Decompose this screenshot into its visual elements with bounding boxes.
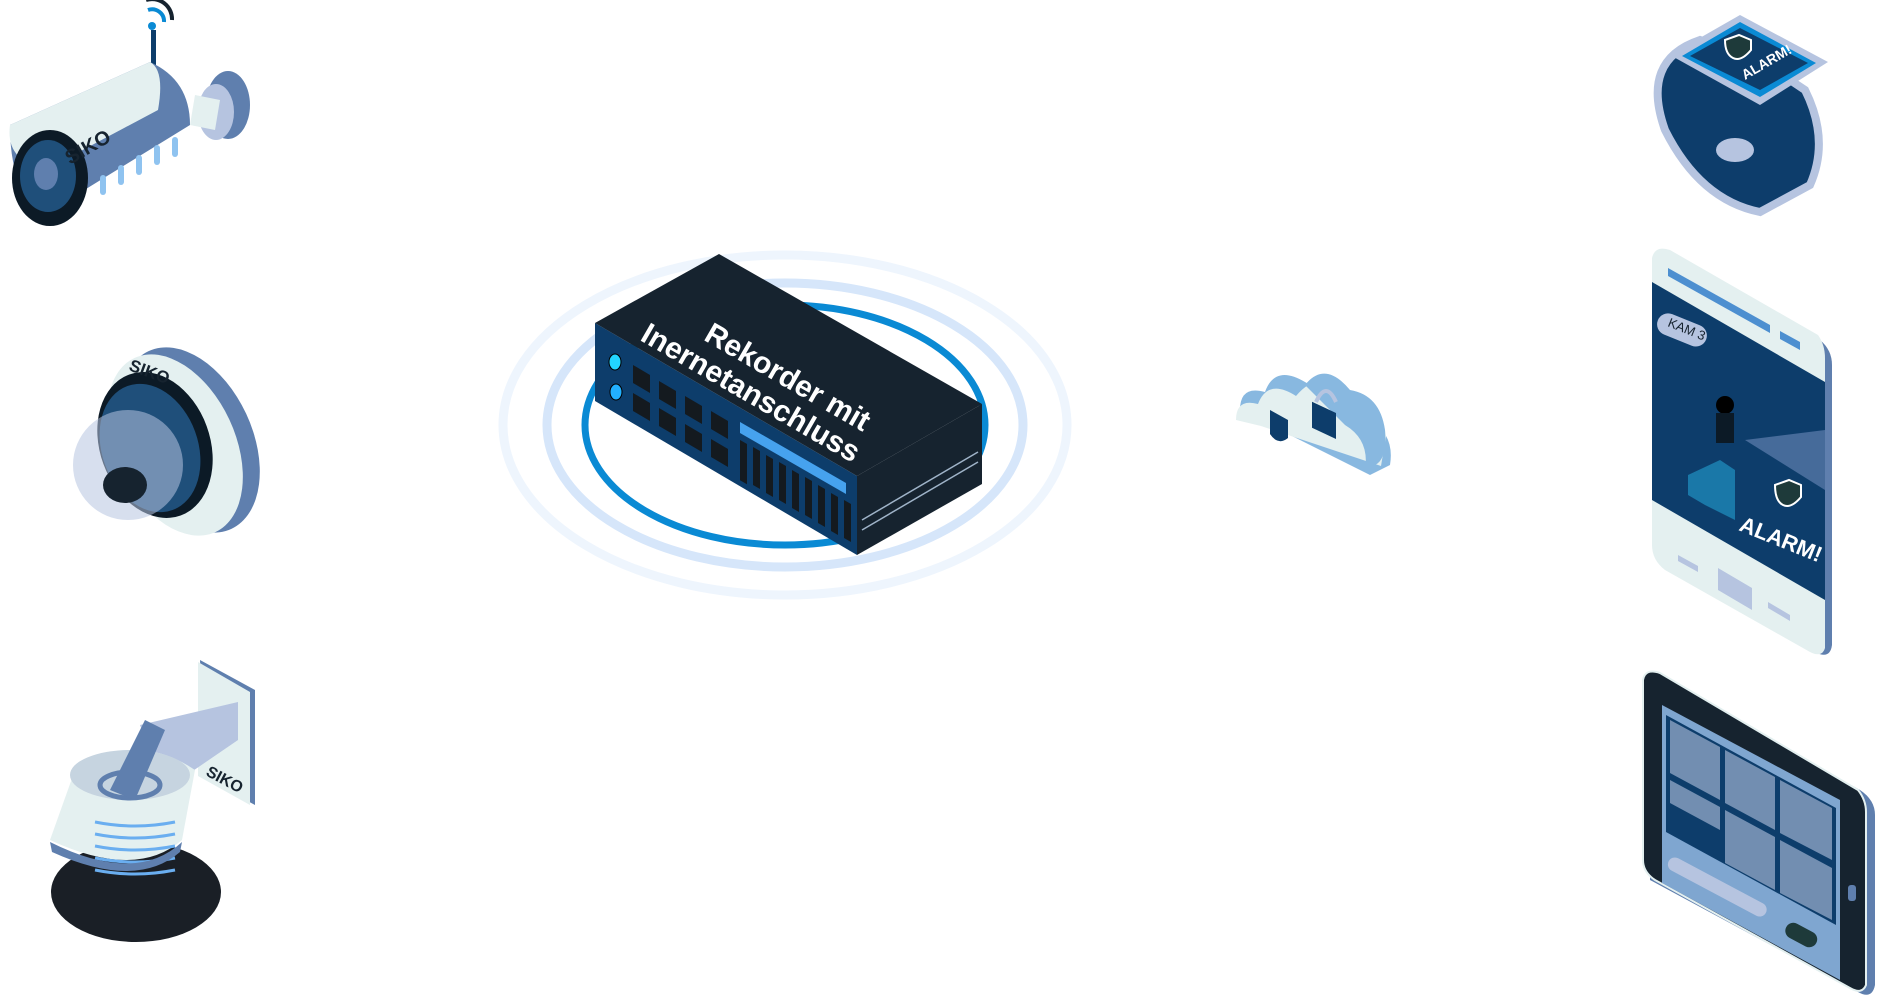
secure-cloud-icon [1236,373,1391,475]
alarm-shield-icon [1723,33,1752,60]
lock-icon [1312,401,1336,439]
bullet-camera: SIKO [9,0,250,226]
recorder-device: Rekorder mit Inernetanschluss [595,254,982,555]
signal-rings [498,250,1072,600]
tablet [1642,670,1875,995]
smartphone: KAM 3 ALARM! [1652,248,1832,655]
shield-icon [1270,410,1288,442]
camera-grid [1670,720,1832,920]
dome-camera: SIKO [73,347,260,536]
led-icon [608,353,622,371]
led-icon [609,383,623,401]
smartwatch: ALARM! [1653,15,1828,217]
ptz-camera: SIKO [50,660,255,942]
vent-slots [740,440,851,542]
alarm-shield-icon [1773,478,1802,507]
